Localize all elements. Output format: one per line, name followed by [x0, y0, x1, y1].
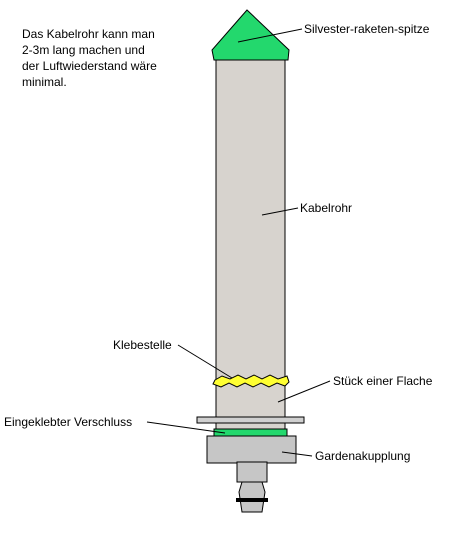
rocket-tip — [211, 9, 290, 61]
leader-cap — [146, 421, 226, 434]
label-bottle-piece: Stück einer Flache — [333, 374, 433, 388]
leader-tube — [261, 207, 299, 216]
note-line: minimal. — [22, 75, 67, 89]
garden-coupling-body — [206, 435, 297, 464]
coupling-o-ring — [236, 498, 268, 502]
label-tip: Silvester-raketen-spitze — [304, 22, 430, 36]
leader-glue — [177, 344, 233, 379]
note-line: der Luftwiederstand wäre — [22, 59, 157, 73]
label-glue: Klebestelle — [113, 338, 172, 352]
label-tube: Kabelrohr — [300, 201, 352, 215]
label-coupling: Gardenakupplung — [315, 449, 410, 463]
bottle-piece-ring — [196, 416, 305, 424]
garden-coupling-neck — [236, 461, 268, 483]
label-cap: Eingeklebter Verschluss — [4, 415, 132, 429]
cable-tube — [215, 51, 286, 433]
explanatory-note: Das Kabelrohr kann man 2-3m lang machen … — [22, 26, 192, 90]
note-line: Das Kabelrohr kann man — [22, 27, 155, 41]
leader-coupling — [281, 451, 313, 457]
coupling-nozzle — [238, 481, 266, 513]
leader-tip — [237, 28, 303, 43]
leader-bottle-piece — [277, 380, 331, 403]
leader-lines — [146, 28, 331, 457]
note-line: 2-3m lang machen und — [22, 43, 145, 57]
